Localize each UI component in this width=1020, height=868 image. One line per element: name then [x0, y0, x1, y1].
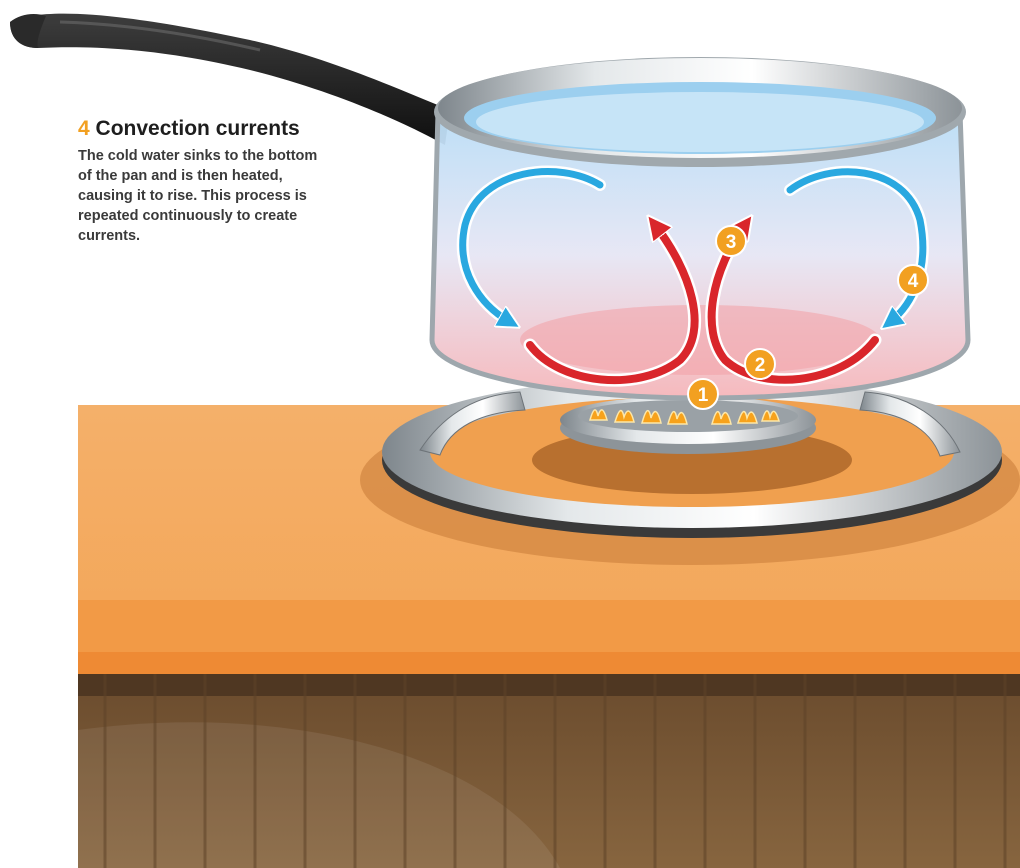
caption-block: 4 Convection currents The cold water sin…	[78, 118, 318, 246]
gas-burner	[360, 376, 1020, 565]
marker-1: 1	[688, 379, 718, 409]
cabinet	[78, 674, 1020, 868]
marker-3-label: 3	[726, 232, 737, 253]
marker-3: 3	[716, 226, 746, 256]
marker-4: 4	[898, 265, 928, 295]
caption-number: 4	[78, 117, 90, 140]
marker-2: 2	[745, 349, 775, 379]
saucepan	[432, 57, 968, 398]
caption-title: 4 Convection currents	[78, 118, 318, 140]
marker-4-label: 4	[908, 271, 919, 292]
caption-title-text: Convection currents	[96, 117, 300, 140]
caption-body: The cold water sinks to the bottom of th…	[78, 146, 318, 246]
marker-1-label: 1	[698, 385, 709, 406]
marker-2-label: 2	[755, 355, 766, 376]
